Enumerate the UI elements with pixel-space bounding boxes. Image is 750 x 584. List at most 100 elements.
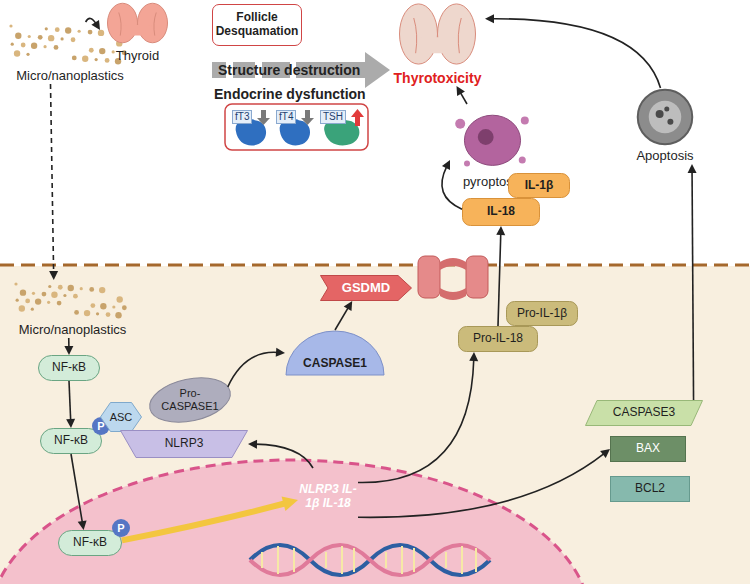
protein-box: BCL2 [610,476,690,502]
shape-part [507,302,578,326]
node-text: Micro/nanoplastics [16,69,124,84]
shape-part [43,45,46,48]
shape-part [78,30,81,33]
shape-part [21,43,26,48]
shape-part [445,552,447,568]
node-text: Micro/nanoplastics [19,323,127,338]
node-text: Thyroid [116,49,159,64]
shape-part [112,50,115,53]
shape-part [68,285,74,291]
shape-part [95,58,98,61]
effect-label: Endocrine dysfunction [214,86,366,102]
connector-arrow [66,381,75,428]
connector-arrow [442,160,462,209]
arrow-head [276,348,285,357]
hormone-shape: TSH [320,108,364,146]
shape-part [586,401,703,426]
protein-pill: NF-κB [38,355,100,381]
shape-part [351,109,364,117]
shape-part [664,106,669,111]
shape-part [72,56,77,61]
organ-image: Thyroid [100,2,175,64]
shape-part [105,58,110,63]
shape-part [48,35,54,41]
shape-part [65,27,71,33]
shape-part [38,35,43,40]
shape-part [96,312,99,315]
shape-part [325,552,327,568]
connector-line [358,453,604,517]
dna-rungs [262,546,476,574]
shape-part [414,18,417,53]
shape-part [20,289,26,295]
connector-line [442,166,462,209]
shape-part [146,371,235,429]
shape-part [59,531,122,556]
connector-line [86,18,97,23]
shape-part [458,18,461,53]
node-text: Apoptosis [636,149,693,164]
shape-part [261,552,263,568]
arrow-head [66,419,75,428]
shape-part [89,48,94,53]
connector-line [122,503,286,540]
node-text: BCL2 [635,482,665,496]
shape-part [638,90,693,145]
shape-part [355,117,360,126]
node-text: fT3 [232,110,252,124]
connector-line [69,381,71,421]
shape-part [521,117,529,125]
shape-part [301,118,314,125]
shape-part [11,43,14,46]
shape-part [115,312,121,318]
shape-part [138,3,168,42]
arrow-head [469,352,478,361]
shape-part [71,37,76,42]
precursor-box: Pro-IL-1β [506,301,578,326]
shape-part [89,287,94,292]
protein-trapezoid: NLRP3 [120,430,248,458]
connector-line [68,338,70,348]
protein-ellipse: Pro-CASPASE1 [148,378,232,422]
shape-part [478,129,494,145]
cell-image: Apoptosis [620,88,710,164]
shape-part [321,276,412,301]
arrow-head [64,346,73,355]
finding-box: Follicle Desquamation [212,4,302,46]
shape-part [26,53,29,56]
shape-part [464,160,470,166]
arrow-head [600,449,610,458]
connector-arrow [248,440,313,468]
connector-line [498,233,501,326]
shape-part [463,199,540,226]
shape-part [122,305,127,310]
shape-part [277,546,279,574]
shape-part [286,331,384,375]
nucleus [0,460,590,584]
shape-part [28,35,31,38]
connector-line [358,359,474,482]
node-text: NLRP3 [165,437,204,451]
shape-part [19,305,25,311]
shape-part [611,437,686,462]
node-text: Pro-CASPASE1 [157,387,223,412]
arrow-head [485,14,494,23]
cytokine-box: IL-1β [508,173,570,198]
arrow-head [688,164,697,173]
particle-cluster: Micro/nanoplastics [10,280,135,338]
shape-part [116,296,122,302]
shape-part [73,294,78,299]
effect-label: Structure destruction [218,62,360,78]
shape-part [401,546,403,574]
connector-arrow [496,226,505,326]
arrow-head [91,20,100,30]
node-text: IL-18 [487,205,515,219]
hormone-shape: fT4 [276,108,314,146]
protein-box: BAX [610,436,686,462]
arrow-head [282,497,298,511]
shape-part [261,110,266,119]
shape-part [41,429,102,454]
arrow-head [442,160,450,170]
connector-line [460,92,467,104]
shape-part [455,119,465,129]
